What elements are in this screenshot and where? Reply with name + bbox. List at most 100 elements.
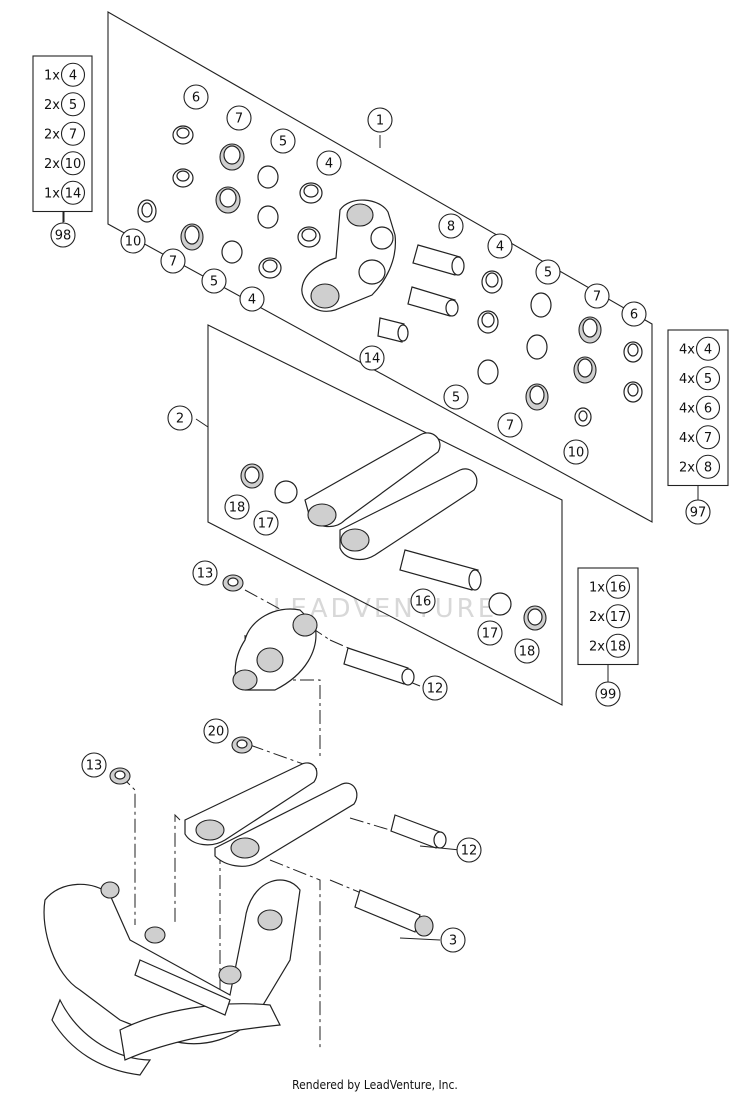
footer-credit: Rendered by LeadVenture, Inc. [292,1078,458,1092]
callout-c6a: 6 [183,84,209,110]
callout-circle [270,128,296,154]
kit-row-qty: 1x [44,186,60,201]
kit-row-part-circle [605,633,631,658]
callout-circle [316,150,342,176]
callout-label: 5 [279,135,287,150]
seal-7e-icon [573,356,597,384]
callout-label: 10 [568,446,585,461]
nut-20-icon [231,736,253,754]
callout-circle [410,588,436,614]
callout-c5d: 5 [443,384,469,410]
callout-label: 7 [593,290,601,305]
kit-row-part: 5 [704,372,712,387]
callout-c13b: 13 [81,752,107,778]
callout-circle [160,248,186,274]
callout-label: 12 [461,844,478,859]
callout-c7b: 7 [160,248,186,274]
callout-circle [477,620,503,646]
seal-18a-icon [240,463,264,489]
callout-label: 4 [325,157,333,172]
callout-c6b: 6 [621,301,647,327]
callout-circle [563,439,589,465]
callout-c16: 16 [410,588,436,614]
kit-row-qty: 1x [589,580,605,595]
kit-number-circle [595,681,621,707]
callout-label: 17 [482,627,499,642]
callout-circle [203,718,229,744]
parts [43,125,643,1076]
seal-7f-icon [525,383,549,411]
bolt-12a-icon [343,647,415,686]
callout-label: 18 [519,645,536,660]
kit-row-qty: 2x [589,610,605,625]
kit-row-qty: 2x [679,460,695,475]
kit-number-label: 99 [600,688,617,703]
callout-label: 5 [544,266,552,281]
callout-c13a: 13 [192,560,218,586]
callout-circle [584,283,610,309]
kit-row-part: 18 [610,639,627,654]
kit-row-part-circle [695,336,721,361]
seal-7b-icon [215,186,241,214]
kit-row-part-circle [695,454,721,479]
callout-c14: 14 [359,345,385,371]
callout-circle [422,675,448,701]
callout-label: 16 [415,595,432,610]
callout-label: 1 [376,114,384,129]
kit-row-qty: 4x [679,401,695,416]
callout-c18b: 18 [514,638,540,664]
callout-c7c: 7 [584,283,610,309]
callout-c12b: 12 [456,837,482,863]
kit-row-part: 7 [69,127,77,142]
seal-10b-icon [574,407,592,427]
callout-c4c: 4 [487,233,513,259]
ring-5d-icon [530,292,552,318]
callout-label: 10 [125,235,142,250]
kit-row-part-circle [695,425,721,450]
bearing-4b-icon [297,226,321,248]
callout-c10a: 10 [120,228,146,254]
callout-c18a: 18 [224,494,250,520]
ring-5e-icon [526,334,548,360]
callout-c5a: 5 [270,128,296,154]
callout-circle [438,213,464,239]
callout-circle [440,927,466,953]
nut-13b-icon [109,767,131,785]
kit-row-qty: 4x [679,431,695,446]
kit-row-qty: 2x [44,98,60,113]
callout-circle [253,510,279,536]
bolt-3-icon [354,889,434,937]
callout-circle [167,405,193,431]
callout-circle [192,560,218,586]
callout-circle [183,84,209,110]
bushing-6d-icon [623,381,643,403]
callout-label: 2 [176,412,184,427]
callout-label: 7 [169,255,177,270]
kit-row-part-circle [60,151,86,176]
callout-c5b: 5 [201,268,227,294]
callout-circle [487,233,513,259]
bushing-6c-icon [623,341,643,363]
kit-number-label: 97 [690,506,707,521]
bushing-14-icon [377,317,409,343]
kit-row-part-circle [60,62,86,87]
pin-8b-icon [407,286,459,317]
kit-row-qty: 2x [44,157,60,172]
panel-relay-lever-kit [107,11,653,523]
callout-label: 20 [208,725,225,740]
kit-row-part-circle [605,574,631,599]
callout-c7d: 7 [497,412,523,438]
callout-c3: 3 [440,927,466,953]
callout-circle [120,228,146,254]
callout-circle [201,268,227,294]
ring-5a-icon [257,165,279,189]
nut-13a-icon [222,574,244,592]
callout-label: 6 [192,91,200,106]
callout-label: 12 [427,682,444,697]
callout-circle [367,107,393,133]
callout-c17a: 17 [253,510,279,536]
callout-label: 6 [630,308,638,323]
callout-label: 7 [235,112,243,127]
